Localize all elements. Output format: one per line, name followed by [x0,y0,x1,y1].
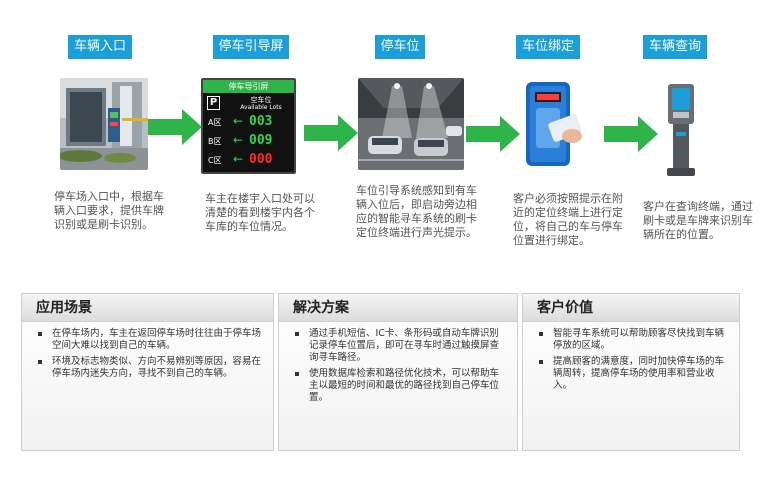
sign-value: 000 [249,152,273,167]
step-title-parking-space: 停车位 [375,35,425,59]
sign-row: C区 ← 000 [203,151,294,170]
panel-title: 客户价值 [523,294,739,322]
step-title-space-binding: 车位绑定 [516,35,580,59]
step-desc-space-binding: 客户必须按照提示在附近的定位终端上进行定位，将自己的车与停车位置进行绑定。 [513,192,623,247]
sign-row: A区 ← 003 [203,113,294,132]
arrow-right-icon [466,116,520,152]
list-item: 智能寻车系统可以帮助顾客尽快找到车辆停放的区域。 [537,328,729,352]
sign-zone: C区 [208,156,222,165]
step-title-entrance: 车辆入口 [68,35,132,59]
arrow-right-icon [304,115,358,151]
query-kiosk [664,82,698,178]
panel-list: 通过手机短信、IC卡、条形码或自动车牌识别记录停车位置后，即可在寻车时通过触摸屏… [279,322,517,404]
list-item: 提高顾客的满意度，同时加快停车场的车辆周转，提高停车场的使用率和营业收入。 [537,356,729,392]
parking-p-icon: P [207,96,220,110]
step-desc-guide-screen: 车主在楼宇入口处可以清楚的看到楼宇内各个车库的车位情况。 [205,192,315,233]
sign-zone: B区 [208,137,222,146]
sign-value: 003 [249,114,273,129]
left-arrow-icon: ← [233,152,244,166]
step-title-vehicle-query: 车辆查询 [643,35,707,59]
guide-sign: 停车导引屏 P 空车位 Available Lots A区 ← 003 B区 ←… [201,78,296,174]
parking-space-render [358,78,464,170]
sign-value: 009 [249,133,273,148]
list-item: 使用数据库检索和路径优化技术，可以帮助车主以最短的时间和最优的路径找到自己停车位… [293,368,507,404]
step-desc-parking-space: 车位引导系统感知到有车辆入位后，即启动旁边相应的智能寻车系统的刷卡定位终端进行声… [356,184,477,239]
panel-list: 在停车场内，车主在返回停车场时往往由于停车场空间大难以找到自己的车辆。 环境及标… [22,322,273,380]
panel-application-scenario: 应用场景 在停车场内，车主在返回停车场时往往由于停车场空间大难以找到自己的车辆。… [21,293,274,451]
left-arrow-icon: ← [233,114,244,128]
panel-solution: 解决方案 通过手机短信、IC卡、条形码或自动车牌识别记录停车位置后，即可在寻车时… [278,293,518,451]
left-arrow-icon: ← [233,133,244,147]
step-desc-vehicle-query: 客户在查询终端，通过刷卡或是车牌来识别车辆所在的位置。 [643,200,753,241]
sign-row: B区 ← 009 [203,132,294,151]
list-item: 在停车场内，车主在返回停车场时往往由于停车场空间大难以找到自己的车辆。 [36,328,263,352]
panel-customer-value: 客户价值 智能寻车系统可以帮助顾客尽快找到车辆停放的区域。 提高顾客的满意度，同… [522,293,740,451]
list-item: 环境及标志物类似、方向不易辨别等原因，容易在停车场内迷失方向，寻找不到自己的车辆… [36,356,263,380]
panel-title: 应用场景 [22,294,273,322]
step-title-guide-screen: 停车引导屏 [213,35,289,59]
positioning-terminal [520,78,586,170]
available-lots-en: Available Lots [240,104,282,111]
panel-title: 解决方案 [279,294,517,322]
entrance-photo [60,78,148,170]
arrow-right-icon [148,109,202,145]
list-item: 通过手机短信、IC卡、条形码或自动车牌识别记录停车位置后，即可在寻车时通过触摸屏… [293,328,507,364]
available-lots-cn: 空车位 [250,96,272,104]
sign-zone: A区 [208,118,222,127]
step-desc-entrance: 停车场入口中，根据车辆入口要求，提供车牌识别或是刷卡识别。 [54,190,164,231]
panel-list: 智能寻车系统可以帮助顾客尽快找到车辆停放的区域。 提高顾客的满意度，同时加快停车… [523,322,739,392]
arrow-right-icon [604,116,658,152]
guide-sign-header: 停车导引屏 [203,80,294,93]
